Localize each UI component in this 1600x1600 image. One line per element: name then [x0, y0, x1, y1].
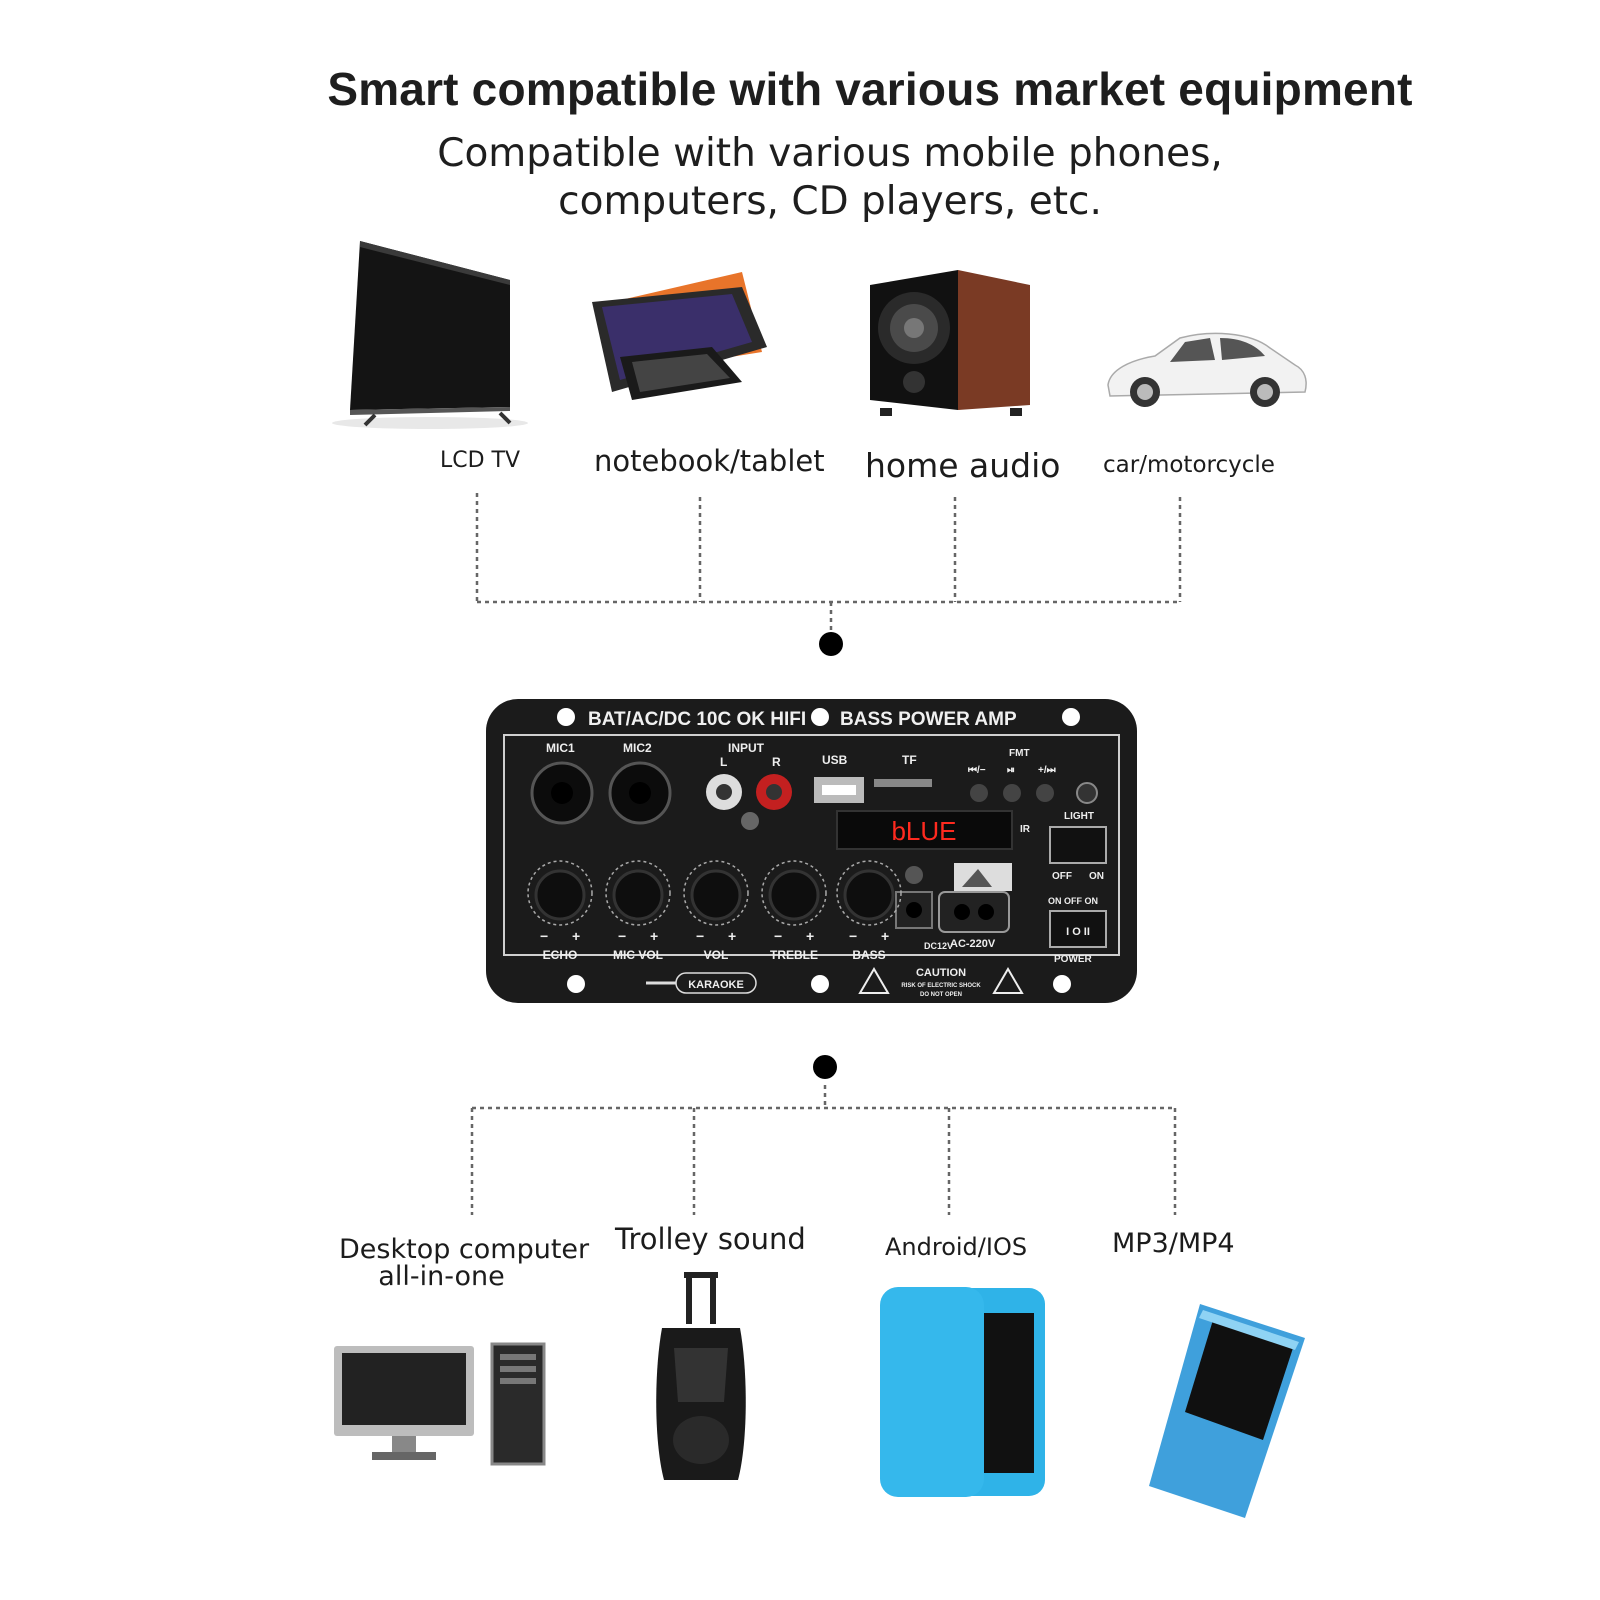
power-switch-marks: I O II: [1066, 926, 1090, 938]
device-label-trolley: Trolley sound: [615, 1222, 806, 1256]
knob-label-echo: ECHO: [543, 948, 578, 962]
ir-label: IR: [1020, 824, 1031, 835]
desktop-computer-icon: [332, 1340, 547, 1470]
knob-label-treble: TREBLE: [770, 948, 818, 962]
knob-label-mic-vol: MIC VOL: [613, 948, 663, 962]
device-label-desktop: Desktop computer all-in-one: [339, 1234, 590, 1290]
knob-bass[interactable]: [836, 860, 902, 926]
trolley-speaker-icon: [648, 1272, 753, 1487]
mic1-label: MIC1: [546, 741, 575, 755]
next-button[interactable]: [1036, 784, 1054, 802]
svg-text:−: −: [774, 928, 782, 944]
car-icon: [1100, 330, 1310, 415]
page-title: Smart compatible with various market equ…: [327, 63, 1413, 115]
input-r-label: R: [772, 755, 781, 769]
svg-text:−: −: [696, 928, 704, 944]
device-label-car: car/motorcycle: [1103, 452, 1275, 478]
laptop-icon: [592, 262, 774, 402]
led-display: bLUE: [891, 816, 956, 846]
caution-sub-1: RISK OF ELECTRIC SHOCK: [901, 983, 981, 989]
device-label-home-audio: home audio: [865, 446, 1061, 485]
svg-text:−: −: [618, 928, 626, 944]
prev-button-label: ⏮/−: [968, 765, 986, 776]
amp-header-right: BASS POWER AMP: [840, 709, 1017, 730]
smartphone-icon: [878, 1285, 1048, 1500]
play-pause-button[interactable]: [1003, 784, 1021, 802]
usb-label: USB: [822, 753, 848, 767]
tf-label: TF: [902, 753, 917, 767]
play-button-label: ⏯: [1007, 765, 1015, 776]
bottom-connector-dot: [813, 1055, 837, 1079]
caution-label: CAUTION: [916, 967, 966, 979]
svg-text:+: +: [572, 928, 580, 944]
desktop-label-line-2: all-in-one: [378, 1261, 505, 1292]
power-label: POWER: [1054, 954, 1093, 965]
input-label: INPUT: [728, 741, 765, 755]
speaker-icon: [870, 260, 1035, 420]
power-switch[interactable]: [1049, 910, 1107, 948]
amp-header-left: BAT/AC/DC 10C OK HIFI: [588, 709, 806, 730]
top-connector-dot: [819, 632, 843, 656]
fmt-label: FMT: [1009, 748, 1030, 759]
knob-label-vol: VOL: [704, 948, 729, 962]
subtitle-line-1: Compatible with various mobile phones,: [437, 131, 1223, 176]
mp3-player-icon: [1145, 1300, 1320, 1520]
ac-label: AC-220V: [950, 938, 996, 950]
knob-label-bass: BASS: [852, 948, 885, 962]
svg-text:−: −: [540, 928, 548, 944]
desktop-label-line-1: Desktop computer: [339, 1234, 590, 1265]
mic2-label: MIC2: [623, 741, 652, 755]
tv-icon: [330, 235, 530, 430]
device-label-mp3: MP3/MP4: [1112, 1228, 1235, 1259]
svg-text:+: +: [650, 928, 658, 944]
device-label-lcd-tv: LCD TV: [440, 448, 521, 473]
power-switch-states: ON OFF ON: [1048, 896, 1098, 906]
amplifier-board: BAT/AC/DC 10C OK HIFI BASS POWER AMP MIC…: [484, 697, 1139, 1005]
knob-treble[interactable]: [761, 860, 827, 926]
page-subtitle: Compatible with various mobile phones, c…: [240, 130, 1420, 226]
svg-text:−: −: [849, 928, 857, 944]
device-label-notebook: notebook/tablet: [594, 444, 825, 478]
light-switch[interactable]: [1049, 826, 1107, 864]
dc-label: DC12V: [924, 941, 953, 951]
light-off-label: OFF: [1052, 871, 1072, 882]
karaoke-label: KARAOKE: [688, 979, 744, 991]
light-label: LIGHT: [1064, 811, 1094, 822]
svg-text:+: +: [881, 928, 889, 944]
knob-vol[interactable]: [683, 860, 749, 926]
device-label-android-ios: Android/IOS: [885, 1233, 1028, 1261]
input-l-label: L: [720, 755, 727, 769]
knob-mic-vol[interactable]: [605, 860, 671, 926]
subtitle-line-2: computers, CD players, etc.: [558, 179, 1102, 224]
knob-echo[interactable]: [527, 860, 593, 926]
prev-button[interactable]: [970, 784, 988, 802]
light-on-label: ON: [1089, 871, 1104, 882]
caution-sub-2: DO NOT OPEN: [920, 992, 962, 998]
svg-text:+: +: [806, 928, 814, 944]
svg-text:+: +: [728, 928, 736, 944]
next-button-label: +/⏭: [1038, 765, 1056, 776]
